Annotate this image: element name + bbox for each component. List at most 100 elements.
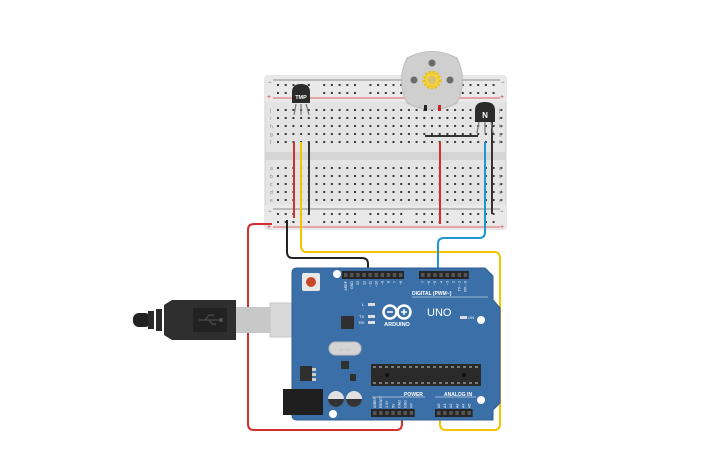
breadboard-hole[interactable] xyxy=(446,191,449,193)
breadboard-hole[interactable] xyxy=(284,125,287,127)
breadboard-hole[interactable] xyxy=(423,141,426,143)
analog-header[interactable] xyxy=(435,409,473,417)
breadboard-hole[interactable] xyxy=(369,133,372,135)
breadboard-hole[interactable] xyxy=(454,109,457,111)
breadboard-hole[interactable] xyxy=(423,167,426,169)
breadboard-hole[interactable] xyxy=(438,125,441,127)
breadboard-hole[interactable] xyxy=(477,167,480,169)
header-pin[interactable] xyxy=(461,411,465,415)
breadboard-hole[interactable] xyxy=(431,183,433,185)
breadboard-hole[interactable] xyxy=(330,125,333,127)
dc-motor[interactable] xyxy=(401,51,463,112)
breadboard-hole[interactable] xyxy=(469,221,472,223)
header-pin[interactable] xyxy=(455,411,459,415)
breadboard-hole[interactable] xyxy=(477,183,480,185)
breadboard-hole[interactable] xyxy=(277,133,279,135)
breadboard-hole[interactable] xyxy=(423,125,426,127)
breadboard-hole[interactable] xyxy=(423,221,426,223)
breadboard-hole[interactable] xyxy=(492,175,495,177)
breadboard-hole[interactable] xyxy=(361,125,364,127)
breadboard-hole[interactable] xyxy=(315,125,318,127)
breadboard-hole[interactable] xyxy=(300,125,303,127)
breadboard-hole[interactable] xyxy=(300,133,303,135)
breadboard-hole[interactable] xyxy=(392,125,395,127)
header-pin[interactable] xyxy=(437,411,441,415)
breadboard-hole[interactable] xyxy=(492,199,495,201)
breadboard-hole[interactable] xyxy=(431,133,433,135)
breadboard-hole[interactable] xyxy=(300,117,303,119)
breadboard-hole[interactable] xyxy=(461,92,464,94)
header-pin[interactable] xyxy=(445,273,449,277)
breadboard-hole[interactable] xyxy=(500,109,503,111)
breadboard-hole[interactable] xyxy=(407,191,410,193)
breadboard-hole[interactable] xyxy=(446,221,449,223)
breadboard-hole[interactable] xyxy=(346,191,349,193)
breadboard-hole[interactable] xyxy=(484,92,487,94)
breadboard-hole[interactable] xyxy=(492,125,495,127)
breadboard-hole[interactable] xyxy=(284,199,287,201)
breadboard-hole[interactable] xyxy=(361,183,364,185)
header-pin[interactable] xyxy=(403,411,408,415)
breadboard-hole[interactable] xyxy=(431,175,433,177)
breadboard-hole[interactable] xyxy=(400,92,403,94)
breadboard-hole[interactable] xyxy=(377,117,380,119)
breadboard-hole[interactable] xyxy=(500,167,503,169)
breadboard-hole[interactable] xyxy=(354,191,356,193)
breadboard-hole[interactable] xyxy=(292,84,295,86)
temperature-sensor[interactable]: TMP xyxy=(292,84,310,116)
breadboard-hole[interactable] xyxy=(384,133,387,135)
breadboard-hole[interactable] xyxy=(454,133,457,135)
breadboard-hole[interactable] xyxy=(284,191,287,193)
breadboard-hole[interactable] xyxy=(446,141,449,143)
breadboard-hole[interactable] xyxy=(330,92,333,94)
breadboard-hole[interactable] xyxy=(361,109,364,111)
breadboard-hole[interactable] xyxy=(454,183,457,185)
breadboard-hole[interactable] xyxy=(431,191,433,193)
breadboard-hole[interactable] xyxy=(454,117,457,119)
breadboard-hole[interactable] xyxy=(407,109,410,111)
breadboard-hole[interactable] xyxy=(377,183,380,185)
breadboard-hole[interactable] xyxy=(492,84,495,86)
breadboard-hole[interactable] xyxy=(461,167,464,169)
breadboard-hole[interactable] xyxy=(407,141,410,143)
breadboard-hole[interactable] xyxy=(407,117,410,119)
breadboard-hole[interactable] xyxy=(315,141,318,143)
breadboard-hole[interactable] xyxy=(392,133,395,135)
breadboard-hole[interactable] xyxy=(392,92,395,94)
breadboard-hole[interactable] xyxy=(492,183,495,185)
breadboard-hole[interactable] xyxy=(384,183,387,185)
breadboard-hole[interactable] xyxy=(292,125,295,127)
npn-transistor[interactable]: N xyxy=(475,102,495,134)
breadboard-hole[interactable] xyxy=(284,213,287,215)
breadboard-hole[interactable] xyxy=(431,213,433,215)
breadboard-hole[interactable] xyxy=(338,92,341,94)
breadboard-hole[interactable] xyxy=(492,167,495,169)
breadboard-hole[interactable] xyxy=(400,191,403,193)
breadboard-hole[interactable] xyxy=(415,199,418,201)
breadboard-hole[interactable] xyxy=(338,125,341,127)
breadboard-hole[interactable] xyxy=(392,183,395,185)
breadboard-hole[interactable] xyxy=(469,183,472,185)
breadboard-hole[interactable] xyxy=(284,221,287,223)
breadboard-hole[interactable] xyxy=(277,117,279,119)
breadboard-hole[interactable] xyxy=(446,213,449,215)
header-pin[interactable] xyxy=(397,411,401,415)
breadboard-hole[interactable] xyxy=(500,117,503,119)
wire-pin5[interactable] xyxy=(437,228,486,275)
breadboard-hole[interactable] xyxy=(469,92,472,94)
breadboard-hole[interactable] xyxy=(354,175,356,177)
breadboard-hole[interactable] xyxy=(338,175,341,177)
breadboard-hole[interactable] xyxy=(384,199,387,201)
breadboard-hole[interactable] xyxy=(469,141,472,143)
breadboard-hole[interactable] xyxy=(354,84,356,86)
breadboard-hole[interactable] xyxy=(492,191,495,193)
breadboard-hole[interactable] xyxy=(500,183,503,185)
breadboard-hole[interactable] xyxy=(446,167,449,169)
breadboard-hole[interactable] xyxy=(461,133,464,135)
breadboard-hole[interactable] xyxy=(461,183,464,185)
breadboard-hole[interactable] xyxy=(277,175,279,177)
breadboard-hole[interactable] xyxy=(415,191,418,193)
breadboard-hole[interactable] xyxy=(477,191,480,193)
